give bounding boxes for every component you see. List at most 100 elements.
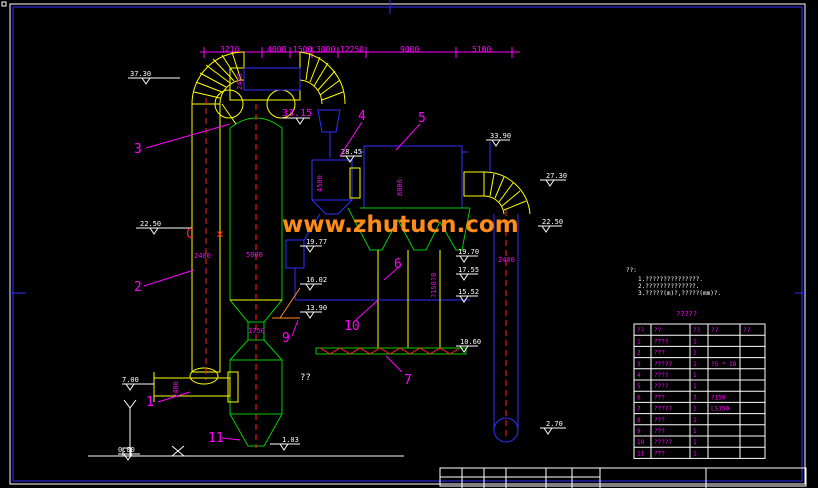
top-dimension-labels: 3210 4000 1500 3000 12250 9000 5100	[220, 45, 491, 54]
table-cell: 1	[693, 372, 697, 379]
parts-table-title: ?????	[676, 310, 697, 318]
note-line-2: 2.??????????????.	[638, 283, 699, 290]
callout-leaders	[143, 121, 421, 441]
table-header-cell: ??	[654, 327, 662, 334]
callout-3: 3	[134, 142, 142, 157]
centerline-mark-left: C	[186, 227, 194, 242]
table-cell: 3	[637, 361, 641, 368]
table-cell: 1	[693, 439, 697, 446]
table-cell: 1	[693, 350, 697, 357]
table-cell: 7	[693, 394, 697, 401]
elev-10-60: 10.60	[460, 338, 481, 346]
dim-5000: 5000	[246, 251, 263, 259]
dim-1750: 1750	[248, 327, 265, 335]
dim-2400-bottom: 2400	[172, 381, 180, 398]
elev-19-70: 19.70	[458, 248, 479, 256]
table-cell: 11	[637, 450, 645, 457]
border-outer	[9, 3, 806, 485]
elev-22-50-left: 22.50	[140, 220, 161, 228]
table-cell: 1	[693, 417, 697, 424]
elev-22-50-right: 22.50	[542, 218, 563, 226]
table-cell: ?150	[711, 394, 726, 401]
top-dimension-chain	[200, 47, 520, 58]
right-elevator-shaft	[489, 142, 519, 443]
table-cell: 8	[637, 417, 641, 424]
dim-4500: 4500	[316, 175, 324, 192]
callout-1: 1	[146, 395, 154, 410]
screw-conveyor	[315, 347, 467, 355]
table-header-cell: ??	[743, 327, 751, 334]
bag-filter	[360, 145, 468, 209]
table-cell: 1	[693, 428, 697, 435]
elev-27-30: 27.30	[546, 172, 567, 180]
elev-19-77: 19.77	[306, 238, 327, 246]
dim-label-3: 1500	[293, 45, 312, 54]
table-cell: 1	[693, 383, 697, 390]
table-cell: 1	[693, 361, 697, 368]
table-cell: LS150	[711, 406, 729, 413]
table-cell: 10	[637, 439, 645, 446]
centerline-mark-cross: ✕	[216, 227, 224, 242]
elev-0-00: 0.00	[118, 446, 135, 454]
note-line-1: 1.???????????????.	[638, 276, 703, 283]
table-cell: ????	[654, 383, 669, 390]
component-dimension-labels: 2400 2400 5000 4500 8000 1750 2400 2400 …	[172, 73, 515, 398]
dim-label-7: 5100	[472, 45, 491, 54]
elevation-markers	[118, 77, 566, 461]
inlet-duct	[153, 372, 231, 402]
table-cell: ?????	[654, 439, 672, 446]
parts-table: ????? ??????????1????12???13?????1?5 * 1…	[633, 310, 766, 459]
elev-15-52: 15.52	[458, 288, 479, 296]
dim-150: ?150?8	[430, 273, 438, 298]
table-cell: 1	[693, 338, 697, 345]
elev-37-30: 37.30	[130, 70, 151, 78]
callout-5: 5	[418, 111, 426, 126]
table-cell: 9	[637, 428, 641, 435]
unlabeled-question-marks: ??	[300, 373, 311, 383]
elevation-labels: 37.30 33.15 33.90 28.45 27.30 22.50 22.5…	[118, 70, 567, 454]
elev-33-90: 33.90	[490, 132, 511, 140]
top-duct-blue	[243, 67, 341, 158]
table-cell: ?????	[654, 361, 672, 368]
callout-7: 7	[404, 373, 412, 388]
elev-16-02: 16.02	[306, 276, 327, 284]
dim-2400-left: 2400	[194, 252, 211, 260]
dim-8000: 8000	[396, 179, 404, 196]
callout-4: 4	[358, 109, 366, 124]
elev-2-70: 2.70	[546, 420, 563, 428]
table-header-cell: ??	[693, 327, 701, 334]
notes-heading: ??:	[626, 267, 637, 274]
parts-table-grid	[633, 323, 766, 459]
table-cell: ????	[654, 338, 669, 345]
notes: ??: 1.???????????????. 2.??????????????.…	[626, 267, 721, 297]
elev-1-03: 1.03	[282, 436, 299, 444]
callout-10: 10	[344, 319, 360, 334]
dim-label-4: 3000	[316, 45, 335, 54]
table-cell: ???	[654, 350, 665, 357]
callout-9: 9	[282, 331, 290, 346]
centerlines	[205, 98, 507, 448]
elev-13-90: 13.90	[306, 304, 327, 312]
dim-label-5: 12250	[340, 45, 364, 54]
table-cell: ???	[654, 428, 665, 435]
table-cell: 7	[637, 406, 641, 413]
table-cell: 1	[693, 406, 697, 413]
note-line-3: 3.?????(m)?,?????(mm)?.	[638, 290, 721, 297]
dim-label-1: 3210	[220, 45, 239, 54]
right-elevator	[463, 171, 531, 215]
dim-label-2: 4000	[267, 45, 286, 54]
border-inner	[12, 6, 803, 482]
table-cell: ????	[654, 372, 669, 379]
parts-table-cells: ??????????1????12???13?????1?5 * 184????…	[637, 327, 751, 457]
table-header-cell: ??	[711, 327, 719, 334]
filter-hoppers	[347, 207, 471, 251]
elev-33-15: 33.15	[282, 108, 312, 119]
table-cell: 2	[637, 350, 641, 357]
table-cell: ???	[654, 417, 665, 424]
callout-6: 6	[394, 257, 402, 272]
dim-label-6: 9000	[400, 45, 419, 54]
dim-2400-top: 2400	[236, 73, 244, 90]
table-cell: ???	[654, 450, 665, 457]
callout-2: 2	[134, 280, 142, 295]
